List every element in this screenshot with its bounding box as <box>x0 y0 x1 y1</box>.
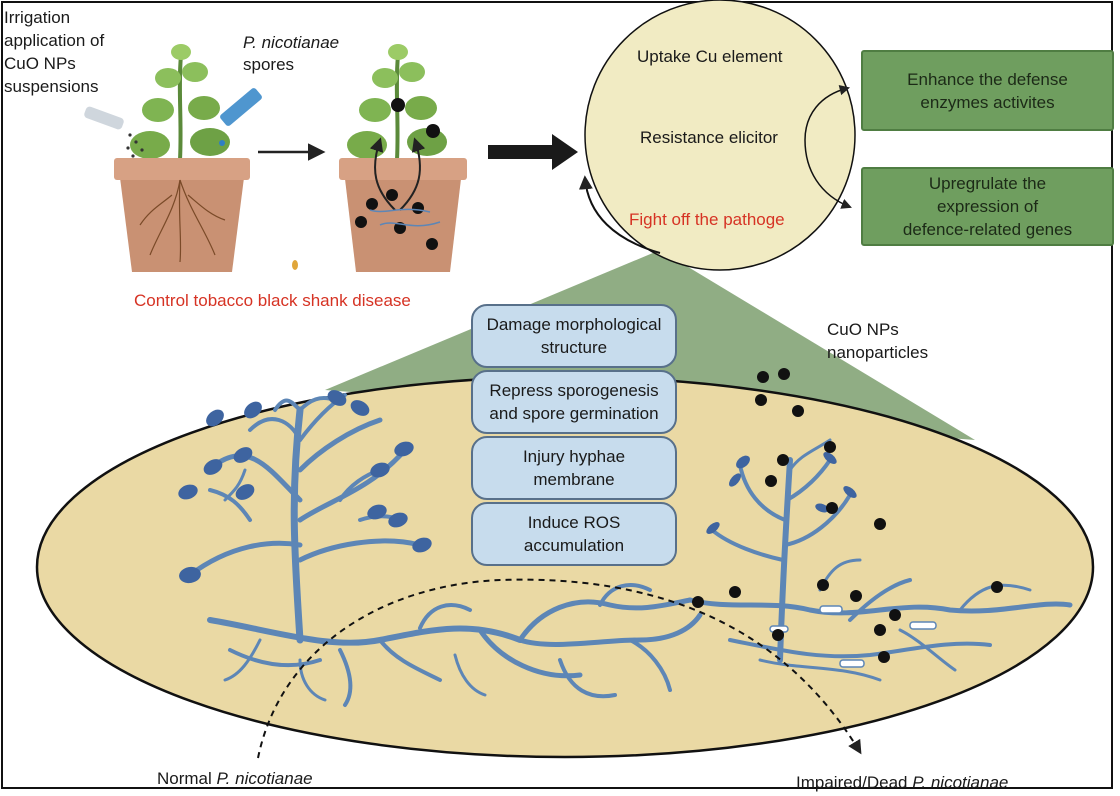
culture-oval <box>35 375 1095 759</box>
irrigation-label: Irrigation application of CuO NPs suspen… <box>4 8 105 96</box>
normal-sporangia <box>178 390 432 584</box>
defense-enzymes-box: Enhance the defense enzymes activites <box>861 50 1114 131</box>
step-arrow-2 <box>488 134 578 170</box>
normal-pathogen-label: Normal P. nicotianae <box>157 769 313 788</box>
transition-dashed-arrow <box>257 578 862 759</box>
cycle-arrow-bottom <box>804 139 852 209</box>
fight-label: Fight off the pathoge <box>629 210 785 229</box>
nanoparticles-label: CuO NPs nanoparticles <box>827 320 929 362</box>
control-disease-label: Control tobacco black shank disease <box>134 291 411 310</box>
elicitor-label: Resistance elicitor <box>640 128 778 147</box>
normal-hyphae <box>187 393 703 707</box>
spores-label: P. nicotianae spores <box>243 33 340 74</box>
cuo-nanoparticles <box>692 368 1003 663</box>
impaired-pathogen-label: Impaired/Dead P. nicotianae <box>796 773 1009 792</box>
cycle-arrow-left <box>578 175 661 254</box>
uptake-label: Uptake Cu element <box>637 47 783 66</box>
plant-irrigated <box>84 44 262 272</box>
plant-infected <box>339 44 467 272</box>
defense-circle <box>584 0 856 271</box>
cycle-arrow-top <box>804 84 851 141</box>
damaged-sporangia <box>706 452 857 534</box>
water-drop <box>292 260 298 270</box>
gene-expression-box: Upregrulate the expression of defence-re… <box>861 167 1114 246</box>
